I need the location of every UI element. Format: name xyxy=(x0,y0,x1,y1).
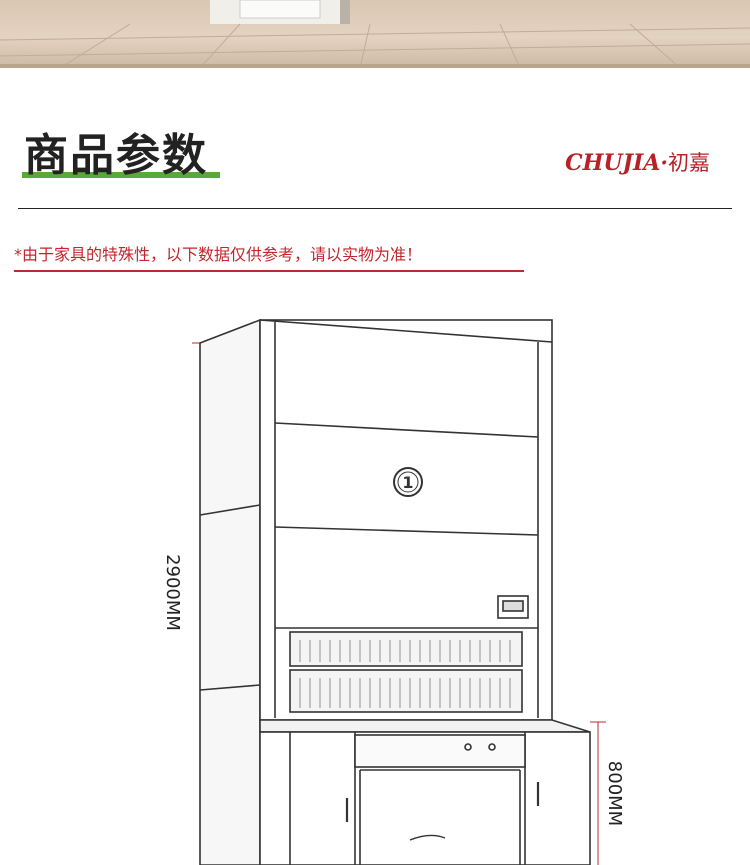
heading-underline xyxy=(22,172,220,178)
file-dividers xyxy=(299,640,511,708)
page-title: 商品参数 xyxy=(24,130,208,181)
floor-tiles-image xyxy=(0,0,750,68)
base-height-dimension-label: 800MM xyxy=(604,760,626,827)
height-dimension-label: 2900MM xyxy=(161,554,183,631)
divider xyxy=(18,208,732,209)
cabinet-badge: 1 xyxy=(402,473,413,492)
disclaimer-underline xyxy=(14,270,524,272)
cabinet-diagram: 1 xyxy=(192,318,606,865)
disclaimer-notice: *由于家具的特殊性，以下数据仅供参考，请以实物为准！ xyxy=(14,245,423,264)
brand-chinese: 初嘉 xyxy=(668,151,710,175)
brand-latin: CHUJIA· xyxy=(565,150,668,176)
product-photo-strip xyxy=(0,0,750,68)
brand-logo: CHUJIA·初嘉 xyxy=(565,147,710,177)
